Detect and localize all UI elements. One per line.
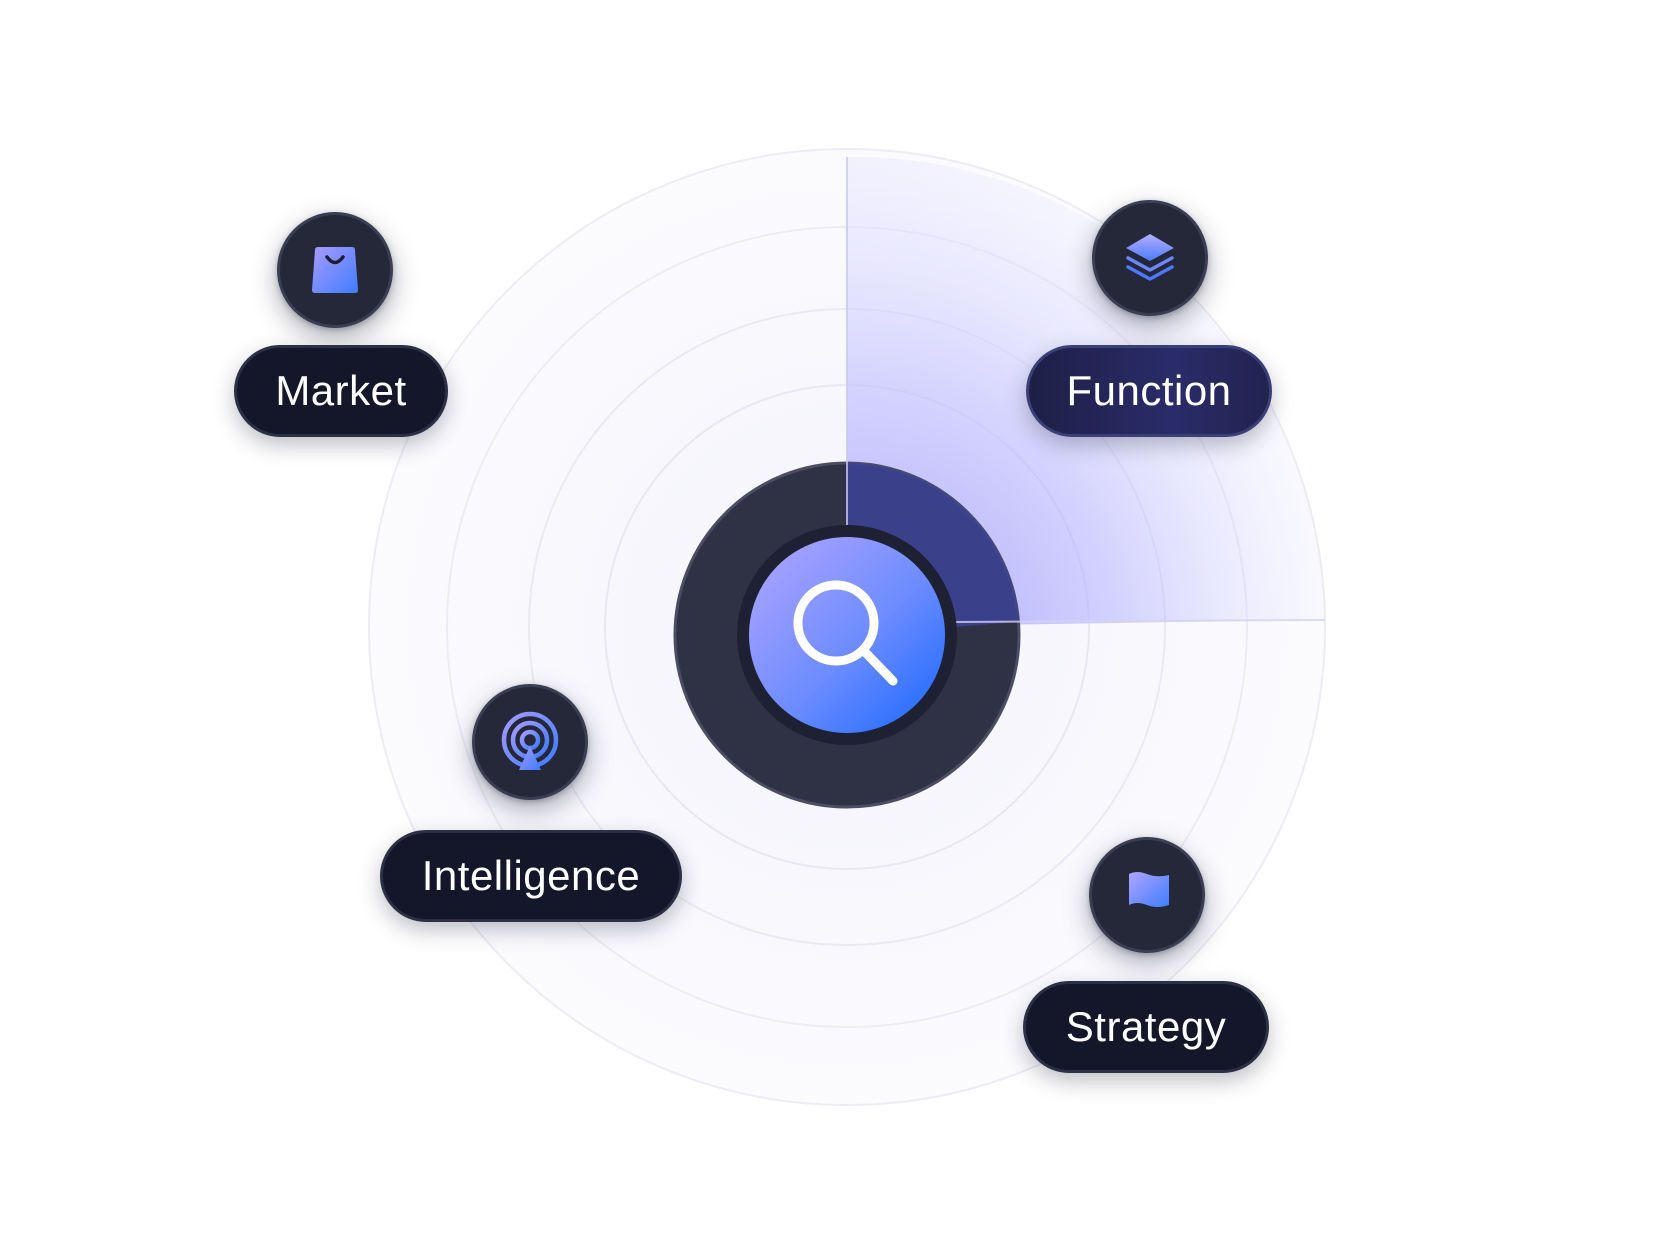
search-icon bbox=[793, 580, 898, 686]
market-label[interactable]: Market bbox=[234, 345, 448, 437]
strategy-label[interactable]: Strategy bbox=[1023, 981, 1269, 1073]
hub-lens bbox=[749, 537, 945, 733]
intelligence-node[interactable] bbox=[472, 684, 588, 800]
market-node[interactable] bbox=[277, 212, 393, 328]
layers-icon bbox=[1126, 234, 1174, 281]
function-node[interactable] bbox=[1092, 200, 1208, 316]
function-label[interactable]: Function bbox=[1026, 345, 1272, 437]
intelligence-label[interactable]: Intelligence bbox=[380, 830, 682, 922]
shopping-bag-icon bbox=[312, 247, 358, 293]
flag-icon bbox=[1126, 870, 1169, 922]
broadcast-icon bbox=[501, 711, 559, 770]
strategy-node[interactable] bbox=[1089, 837, 1205, 953]
radar-ring bbox=[368, 148, 1326, 1106]
